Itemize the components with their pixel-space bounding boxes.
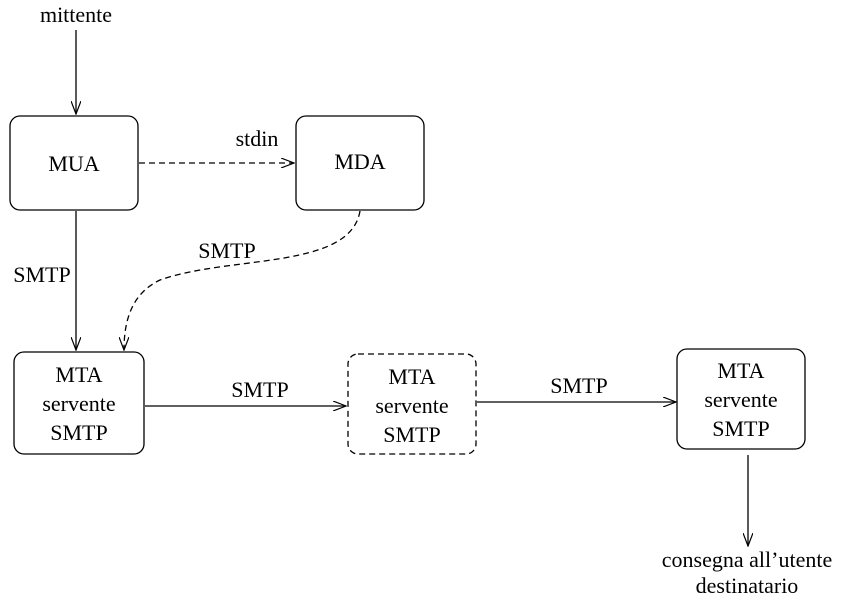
sender-label: mittente bbox=[40, 2, 112, 27]
node-mta1: MTA servente SMTP bbox=[13, 351, 145, 455]
delivery-label-line2: destinatario bbox=[696, 573, 799, 598]
node-mta3: MTA servente SMTP bbox=[676, 348, 806, 450]
edge-label-smtp-mta1-mta2: SMTP bbox=[231, 377, 288, 402]
node-mda-box bbox=[295, 115, 425, 211]
node-mda: MDA bbox=[295, 115, 425, 211]
delivery-label-line1: consegna all’utente bbox=[662, 547, 832, 572]
node-mta2-line2: servente bbox=[375, 393, 448, 418]
node-mua-box bbox=[9, 115, 139, 211]
node-mta2: MTA servente SMTP bbox=[347, 353, 477, 455]
edge-label-stdin: stdin bbox=[236, 126, 279, 151]
node-mta3-box bbox=[676, 348, 806, 450]
node-mta1-line1: MTA bbox=[55, 362, 102, 387]
node-mta3-line1: MTA bbox=[717, 358, 764, 383]
edge-mda-to-mta1 bbox=[124, 210, 361, 350]
node-mta1-line2: servente bbox=[42, 391, 115, 416]
edge-label-smtp-mda-mta: SMTP bbox=[198, 238, 255, 263]
node-mta3-line2: servente bbox=[704, 387, 777, 412]
node-mda-label: MDA bbox=[334, 149, 385, 174]
node-mta3-line3: SMTP bbox=[712, 416, 769, 441]
edge-label-smtp-mta2-mta3: SMTP bbox=[550, 373, 607, 398]
node-mta2-line3: SMTP bbox=[383, 422, 440, 447]
node-mua: MUA bbox=[9, 115, 139, 211]
node-mta2-box bbox=[347, 353, 477, 455]
node-mta2-line1: MTA bbox=[388, 364, 435, 389]
edge-label-smtp-mua-mta: SMTP bbox=[13, 262, 70, 287]
node-mta1-box bbox=[13, 351, 145, 455]
node-mta1-line3: SMTP bbox=[50, 420, 107, 445]
node-mua-label: MUA bbox=[48, 151, 99, 176]
